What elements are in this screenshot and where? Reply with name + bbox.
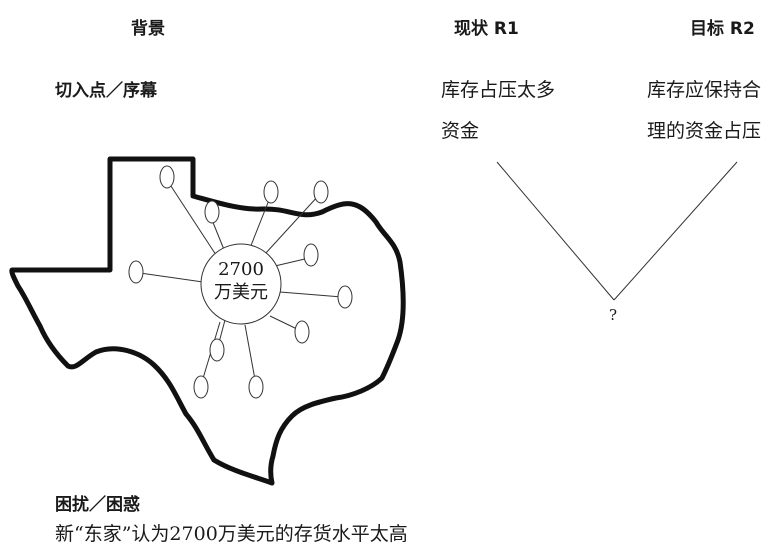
hub-satellites xyxy=(128,165,353,399)
satellite-node xyxy=(159,165,175,189)
r1-line-1: 库存占压太多 xyxy=(441,79,556,101)
satellite-node xyxy=(204,200,220,224)
satellite-node xyxy=(303,243,319,267)
entry-point-label: 切入点／序幕 xyxy=(55,81,157,101)
trouble-text: 新“东家”认为2700万美元的存货水平太高 xyxy=(55,523,408,545)
hub-center-label: 2700 万美元 xyxy=(203,258,279,304)
hub-circle xyxy=(200,243,282,325)
satellite-node xyxy=(209,338,225,362)
r2-line-1: 库存应保持合 xyxy=(647,79,762,101)
satellite-node xyxy=(263,180,279,204)
hub-spokes xyxy=(139,179,343,386)
header-background: 背景 xyxy=(131,19,165,39)
hub-value: 2700 xyxy=(218,259,264,280)
satellite-node xyxy=(337,285,353,309)
trouble-label: 困扰／困惑 xyxy=(55,495,140,515)
header-current-r1: 现状 R1 xyxy=(454,19,519,39)
satellite-node xyxy=(313,180,329,204)
header-goal-r2: 目标 R2 xyxy=(690,19,755,39)
gap-question-mark: ? xyxy=(609,306,618,324)
r1-line-2: 资金 xyxy=(441,120,480,142)
satellite-node xyxy=(128,260,144,284)
satellite-node xyxy=(193,375,209,399)
hub-unit: 万美元 xyxy=(214,282,268,303)
satellite-node xyxy=(294,320,310,344)
texas-outline xyxy=(9,156,406,486)
gap-line-right xyxy=(613,161,738,301)
r2-line-2: 理的资金占压 xyxy=(647,120,762,142)
gap-line-left xyxy=(496,161,615,301)
satellite-node xyxy=(248,375,264,399)
